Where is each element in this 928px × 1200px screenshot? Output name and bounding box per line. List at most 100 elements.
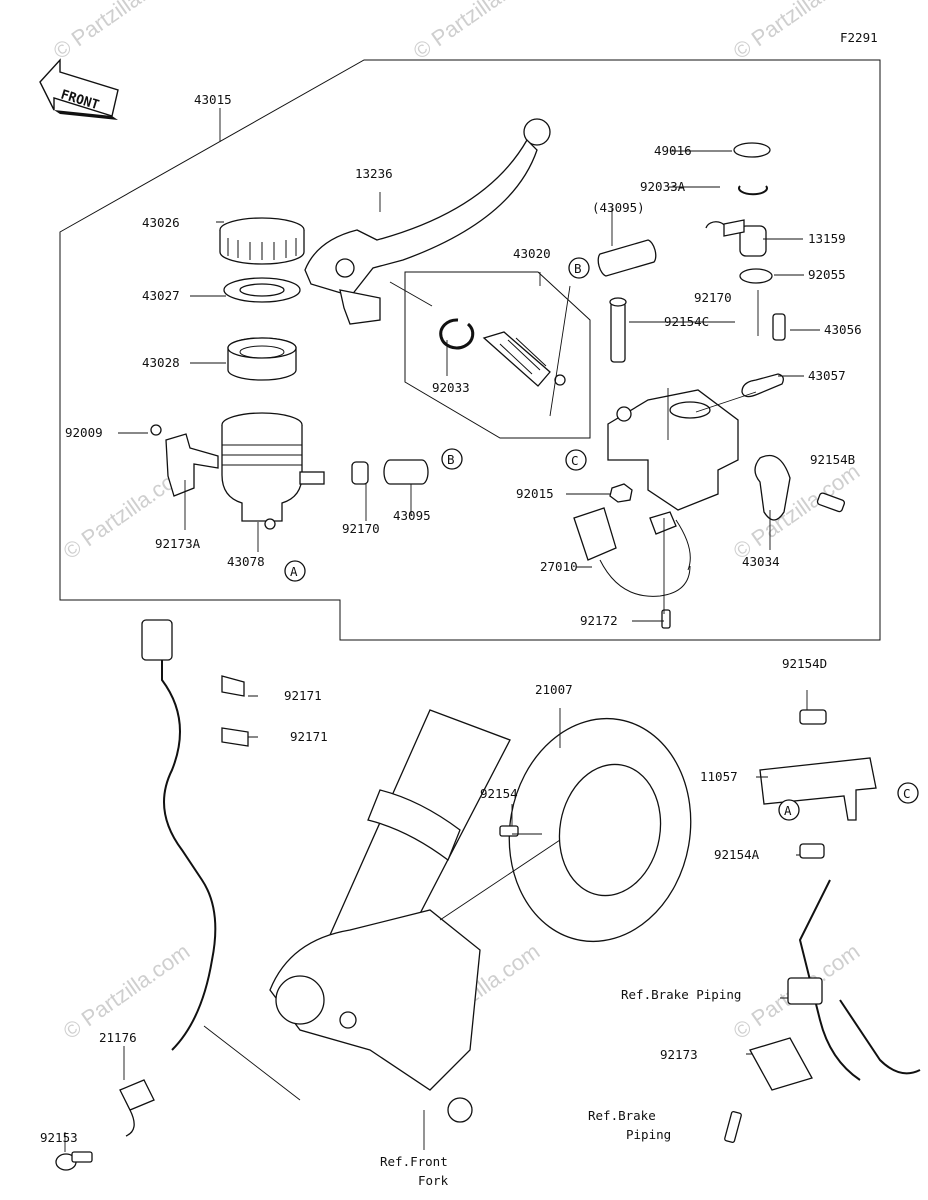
label-43056: 43056 — [824, 322, 862, 337]
lever-holder — [754, 454, 791, 521]
reservoir-bracket — [150, 424, 219, 497]
label-92172: 92172 — [580, 613, 618, 628]
label-43078: 43078 — [227, 554, 265, 569]
bolt-92154 — [499, 825, 519, 837]
diaphragm-plate — [223, 277, 301, 303]
label-92154D: 92154D — [782, 656, 827, 671]
clamp-92171-b — [221, 727, 249, 747]
label-11057: 11057 — [700, 769, 738, 784]
label-43026: 43026 — [142, 215, 180, 230]
abs-rotor — [508, 717, 692, 943]
brake-lever — [304, 118, 551, 325]
watermark-text: © Partzilla.com — [729, 459, 865, 565]
label-13236: 13236 — [355, 166, 393, 181]
label-ref-brake-piping-2a: Ref.Brake — [588, 1108, 656, 1123]
label-ref-brake-piping-1: Ref.Brake Piping — [621, 987, 741, 1002]
svg-text:B: B — [574, 261, 582, 276]
brake-light-switch — [573, 507, 691, 597]
front-fork — [269, 709, 511, 1123]
label-21007: 21007 — [535, 682, 573, 697]
callout-B-2: B — [568, 257, 590, 279]
svg-text:A: A — [784, 803, 792, 818]
bracket-11057 — [759, 757, 877, 821]
hose-clamp-right — [705, 221, 727, 233]
master-cylinder-body — [607, 389, 739, 511]
label-ref-front-fork-a: Ref.Front — [380, 1154, 448, 1169]
label-92154B: 92154B — [810, 452, 855, 467]
label-ref-front-fork-b: Fork — [418, 1173, 449, 1188]
part-labels: 43015 13236 43026 43027 43028 92009 9217… — [40, 92, 862, 1188]
label-43034: 43034 — [742, 554, 780, 569]
bolt-92153 — [55, 1151, 93, 1171]
bleeder-cap — [741, 373, 784, 398]
watermark-text: © Partzilla.com — [409, 0, 545, 64]
callout-C-1: C — [565, 449, 587, 471]
label-92154: 92154 — [480, 786, 518, 801]
label-92173: 92173 — [660, 1047, 698, 1062]
label-92173A: 92173A — [155, 536, 201, 551]
bolt-92154A — [799, 843, 825, 859]
callout-A-1: A — [284, 560, 306, 582]
svg-text:C: C — [571, 453, 579, 468]
svg-text:B: B — [447, 452, 455, 467]
label-92015: 92015 — [516, 486, 554, 501]
label-92055: 92055 — [808, 267, 846, 282]
figure-code: F2291 — [840, 30, 878, 45]
leader-lines — [64, 108, 820, 1152]
label-92171-b: 92171 — [290, 729, 328, 744]
diaphragm — [227, 337, 297, 381]
label-13159: 13159 — [808, 231, 846, 246]
label-92033: 92033 — [432, 380, 470, 395]
label-92154C: 92154C — [664, 314, 709, 329]
label-27010: 27010 — [540, 559, 578, 574]
screw-92172 — [661, 609, 671, 629]
group-outline-43015 — [59, 59, 881, 641]
callout-A-2: A — [778, 799, 800, 821]
bolt-92154C — [609, 297, 627, 363]
callout-C-2: C — [897, 782, 919, 804]
label-21176: 21176 — [99, 1030, 137, 1045]
group-outline-43020 — [404, 271, 591, 439]
cap-49016 — [733, 142, 771, 158]
watermarks: © Partzilla.com © Partzilla.com © Partzi… — [49, 0, 865, 1044]
bolt-92154D — [799, 709, 827, 725]
label-43027: 43027 — [142, 288, 180, 303]
reservoir-fitting — [723, 219, 767, 257]
label-92153: 92153 — [40, 1130, 78, 1145]
piston-assembly — [482, 331, 566, 387]
watermark-text: © Partzilla.com — [49, 0, 185, 64]
label-92170-left: 92170 — [342, 521, 380, 536]
label-49016: 49016 — [654, 143, 692, 158]
label-43095: 43095 — [393, 508, 431, 523]
label-92170-right: 92170 — [694, 290, 732, 305]
label-92171-a: 92171 — [284, 688, 322, 703]
label-43015: 43015 — [194, 92, 232, 107]
label-92033A: 92033A — [640, 179, 686, 194]
circlip — [439, 318, 475, 350]
label-43020: 43020 — [513, 246, 551, 261]
bolt-92154B — [816, 492, 846, 513]
hose-clamp-left — [351, 461, 369, 485]
reservoir-hose-left — [383, 459, 429, 485]
label-43028: 43028 — [142, 355, 180, 370]
label-92009: 92009 — [65, 425, 103, 440]
abs-sensor-wiring — [119, 619, 217, 1137]
watermark-text: © Partzilla.com — [59, 939, 195, 1045]
label-43057: 43057 — [808, 368, 846, 383]
svg-text:C: C — [903, 786, 911, 801]
nut-92015 — [609, 483, 633, 503]
reservoir — [221, 412, 325, 530]
svg-text:A: A — [290, 564, 298, 579]
label-43095-paren: (43095) — [592, 200, 645, 215]
reservoir-hose-right — [597, 239, 657, 277]
label-ref-brake-piping-2b: Piping — [626, 1127, 671, 1142]
brake-piping — [724, 879, 921, 1143]
clamp-92171-a — [221, 675, 245, 697]
bleeder-valve — [772, 313, 786, 341]
snap-ring — [738, 185, 768, 196]
callout-B-1: B — [441, 448, 463, 470]
reservoir-cap — [219, 217, 305, 265]
label-92154A: 92154A — [714, 847, 760, 862]
o-ring — [739, 268, 773, 284]
